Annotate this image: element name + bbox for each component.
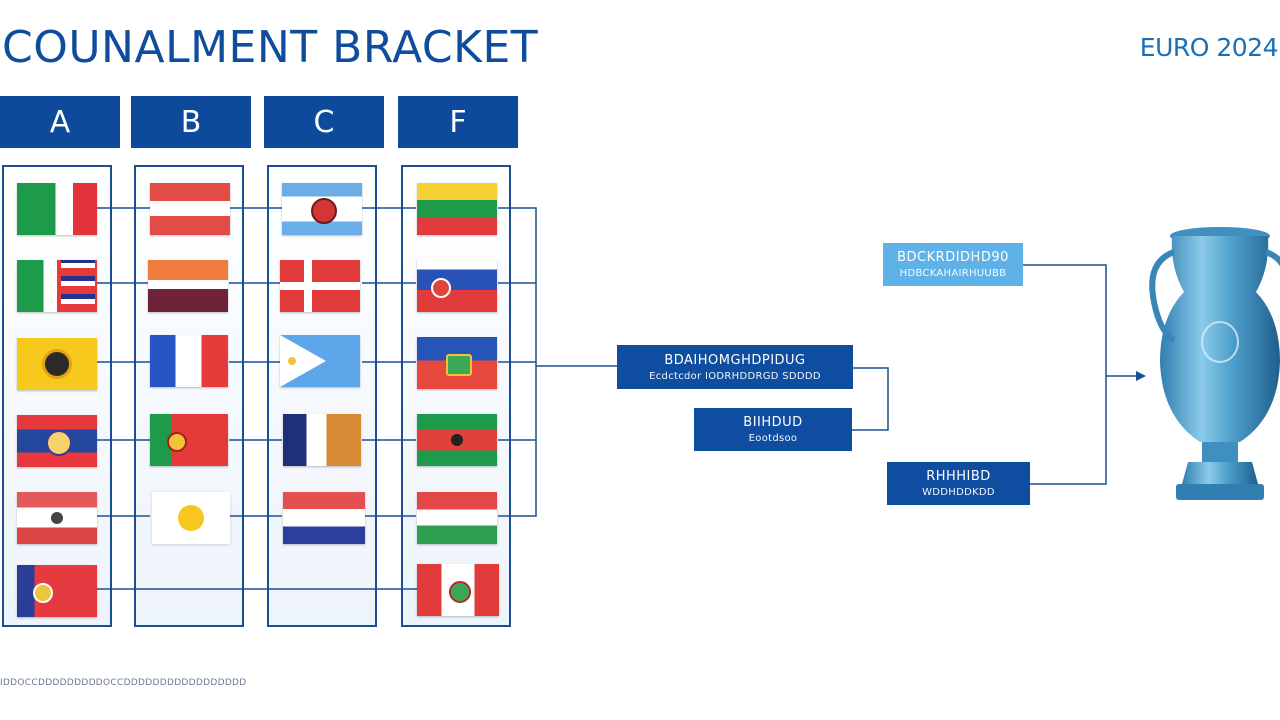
quarterfinal-box-1[interactable]: BDCKRDIDHD90 HDBCKAHAIRHUUBB bbox=[883, 243, 1023, 286]
group-header-b[interactable]: B bbox=[131, 96, 251, 148]
brand-label: EURO 2024 bbox=[1139, 33, 1279, 62]
arrow-right-icon bbox=[1136, 371, 1146, 381]
final-box[interactable]: RHHHIBD WDDHDDKDD bbox=[887, 462, 1030, 505]
flag-a5[interactable] bbox=[17, 492, 97, 544]
page-title: COUNALMENT BRACKET bbox=[2, 22, 539, 73]
flag-a2[interactable] bbox=[17, 260, 97, 312]
flag-b4[interactable] bbox=[150, 414, 228, 466]
group-header-f[interactable]: F bbox=[398, 96, 518, 148]
flag-f3[interactable] bbox=[417, 337, 497, 389]
flag-b5[interactable] bbox=[152, 492, 230, 544]
flag-a3[interactable] bbox=[17, 338, 97, 390]
semifinal-1-line2: Ecdctcdor IODRHDDRGD SDDDD bbox=[649, 370, 821, 382]
group-header-c[interactable]: C bbox=[264, 96, 384, 148]
flag-b2[interactable] bbox=[148, 260, 228, 312]
footer-text: IDDOCCDDDDDDDDDOCCDDDDDDDDDDDDDDDDD bbox=[0, 678, 247, 688]
semifinal-2-line2: Eootdsoo bbox=[748, 433, 798, 444]
semifinal-2-line1: BIIHDUD bbox=[743, 415, 803, 430]
semifinal-box-2[interactable]: BIIHDUD Eootdsoo bbox=[694, 408, 852, 451]
flag-f2[interactable] bbox=[417, 260, 497, 312]
group-column-c bbox=[267, 165, 377, 627]
quarterfinal-line1: BDCKRDIDHD90 bbox=[897, 250, 1009, 265]
flag-f1[interactable] bbox=[417, 183, 497, 235]
flag-c1[interactable] bbox=[282, 183, 362, 235]
flag-c2[interactable] bbox=[280, 260, 360, 312]
flag-c3[interactable] bbox=[280, 335, 360, 387]
flag-a4[interactable] bbox=[17, 415, 97, 467]
flag-f5[interactable] bbox=[417, 492, 497, 544]
group-column-b bbox=[134, 165, 244, 627]
group-column-f bbox=[401, 165, 511, 627]
flag-c4[interactable] bbox=[283, 414, 361, 466]
flag-f4[interactable] bbox=[417, 414, 497, 466]
semifinal-1-line1: BDAIHOMGHDPIDUG bbox=[664, 352, 806, 368]
group-header-a[interactable]: A bbox=[0, 96, 120, 148]
flag-b3[interactable] bbox=[150, 335, 228, 387]
flag-c5[interactable] bbox=[283, 492, 365, 544]
group-column-a bbox=[2, 165, 112, 627]
final-line2: WDDHDDKDD bbox=[922, 487, 995, 498]
flag-a1[interactable] bbox=[17, 183, 97, 235]
flag-f6[interactable] bbox=[417, 564, 499, 616]
flag-b1[interactable] bbox=[150, 183, 230, 235]
trophy-icon bbox=[1149, 227, 1280, 500]
semifinal-box-1[interactable]: BDAIHOMGHDPIDUG Ecdctcdor IODRHDDRGD SDD… bbox=[617, 345, 853, 389]
quarterfinal-line2: HDBCKAHAIRHUUBB bbox=[899, 268, 1007, 279]
flag-a6[interactable] bbox=[17, 565, 97, 617]
final-line1: RHHHIBD bbox=[926, 469, 991, 484]
